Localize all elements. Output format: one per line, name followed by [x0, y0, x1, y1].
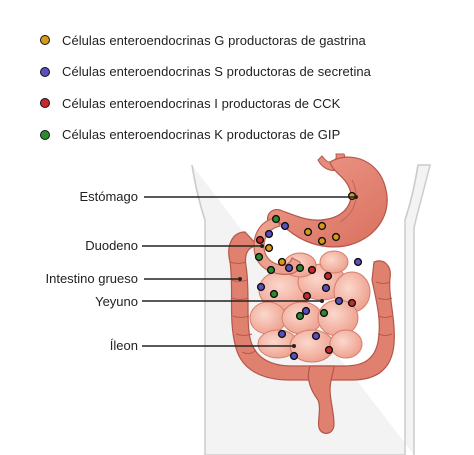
k-cell-dot — [269, 289, 279, 299]
k-cell-dot — [254, 252, 264, 262]
i-cell-dot — [307, 265, 317, 275]
g-cell-dot — [317, 236, 327, 246]
g-cell-dot-icon — [40, 35, 50, 45]
large-intestine-label: Intestino grueso — [45, 271, 138, 286]
s-cell-dot — [321, 283, 331, 293]
g-cell-dot — [331, 232, 341, 242]
i-cell-dot — [302, 291, 312, 301]
s-cell-dot — [353, 257, 363, 267]
legend-item-k-cells: Células enteroendocrinas K productoras d… — [40, 125, 371, 145]
small-intestine — [249, 250, 371, 363]
i-cell-dot — [323, 271, 333, 281]
leader-endpoints — [238, 195, 358, 348]
legend-label: Células enteroendocrinas I productoras d… — [62, 95, 341, 111]
k-cell-dot — [271, 214, 281, 224]
s-cell-dot — [284, 263, 294, 273]
i-cell-dot — [347, 298, 357, 308]
legend-item-s-cells: Células enteroendocrinas S productoras d… — [40, 62, 371, 82]
s-cell-dot — [277, 329, 287, 339]
s-cell-dot — [311, 331, 321, 341]
legend-label: Células enteroendocrinas K productoras d… — [62, 127, 341, 142]
g-cell-dot — [264, 243, 274, 253]
s-cell-dot — [256, 282, 266, 292]
ileum-label: Íleon — [109, 338, 138, 353]
i-cell-dot-icon — [40, 98, 50, 108]
k-cell-dot-icon — [40, 129, 50, 140]
legend-label: Células enteroendocrinas G productoras d… — [62, 32, 366, 48]
k-cell-dot — [295, 263, 305, 273]
g-cell-dot — [317, 221, 327, 231]
k-cell-dot — [266, 265, 276, 275]
s-cell-dot — [334, 296, 344, 306]
s-cell-dot — [289, 351, 299, 361]
stomach — [267, 156, 388, 248]
k-cell-dot — [295, 311, 305, 321]
legend-label: Células enteroendocrinas S productoras d… — [62, 64, 371, 79]
s-cell-dot — [280, 221, 290, 231]
i-cell-dot — [255, 235, 265, 245]
s-cell-dot-icon — [40, 66, 50, 77]
s-cell-dot — [301, 306, 311, 316]
duodenum-label: Duodeno — [85, 238, 138, 253]
leader-lines — [142, 196, 356, 347]
s-cell-dot — [264, 229, 274, 239]
legend-item-i-cells: Células enteroendocrinas I productoras d… — [40, 93, 371, 113]
rectum — [307, 365, 335, 434]
large-intestine — [228, 231, 395, 381]
stomach-label: Estómago — [79, 189, 138, 204]
enteroendocrine-cells — [254, 191, 363, 361]
haustra — [229, 261, 393, 355]
g-cell-dot — [277, 257, 287, 267]
jejunum-label: Yeyuno — [95, 294, 138, 309]
g-cell-dot — [303, 227, 313, 237]
i-cell-dot — [324, 345, 334, 355]
k-cell-dot — [319, 308, 329, 318]
legend: Células enteroendocrinas G productoras d… — [40, 30, 371, 156]
legend-item-g-cells: Células enteroendocrinas G productoras d… — [40, 30, 371, 50]
